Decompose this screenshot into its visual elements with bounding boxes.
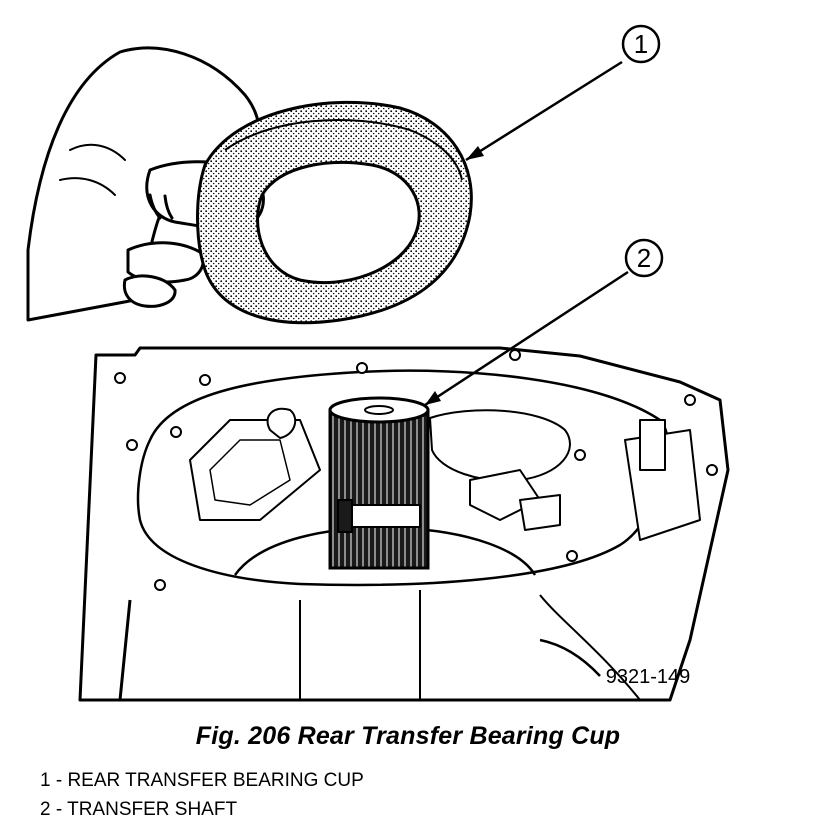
leader-arrowheads: [425, 146, 484, 405]
callout-2-number: 2: [637, 243, 651, 273]
callout-2: 2: [624, 238, 664, 278]
callout-1-number: 1: [634, 29, 648, 59]
legend-item-2: 2 - TRANSFER SHAFT: [40, 799, 238, 820]
leader-line-1: [465, 60, 623, 162]
transfer-shaft: [328, 396, 430, 570]
leader-line-2: [424, 270, 629, 407]
figure-caption: Fig. 206 Rear Transfer Bearing Cup: [195, 722, 621, 750]
leader-line-code: [539, 638, 601, 677]
callout-1: 1: [621, 24, 661, 64]
flange-bolt-holes: [114, 349, 718, 591]
leader-lines: [424, 60, 629, 677]
transmission-case: [78, 346, 730, 702]
drawing-code: 9321-149: [606, 666, 691, 688]
legend-item-1: 1 - REAR TRANSFER BEARING CUP: [40, 770, 364, 791]
legend: 1 - REAR TRANSFER BEARING CUP 2 - TRANSF…: [40, 766, 364, 824]
technical-illustration: 1 2 9321-149: [26, 24, 730, 702]
rear-transfer-bearing-cup: [196, 100, 473, 325]
